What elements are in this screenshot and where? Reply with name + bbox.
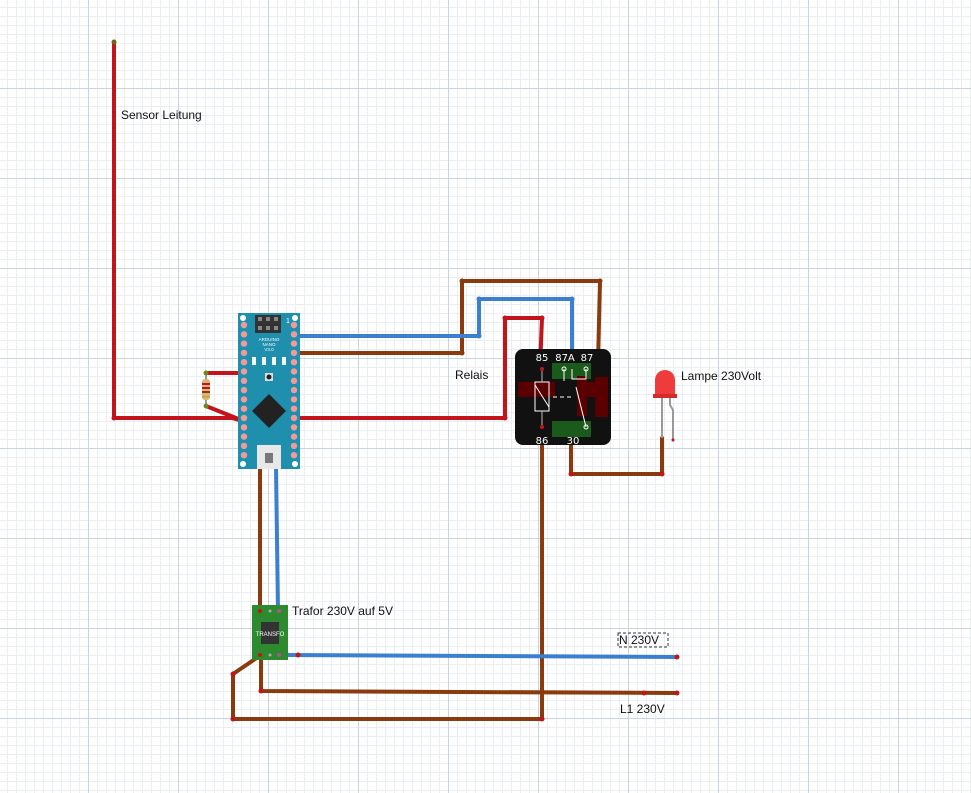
arduino-pin-a7[interactable] [290,414,298,422]
arduino-pin-d6[interactable] [240,377,248,384]
arduino-pin-d12[interactable] [240,321,248,329]
label-lamp: Lampe 230Volt [681,369,762,383]
left-pins [240,321,248,459]
arduino-pin-d9[interactable] [240,349,248,357]
arduino-nano[interactable]: 1 ARDUINO NANO V3.0 [238,313,300,469]
label-line: L1 230V [620,702,665,716]
arduino-pin-d10[interactable] [240,340,248,347]
label-sensor-line: Sensor Leitung [121,108,202,122]
arduino-pin-a5[interactable] [290,396,298,403]
label-relay: Relais [455,368,489,382]
arduino-pin-a1[interactable] [290,359,298,366]
arduino-pin-ref[interactable] [290,340,298,347]
wire-endpoints [111,39,680,722]
status-leds [252,357,286,365]
relay-pin-30-label: 30 [567,436,580,447]
arduino-pin-d2[interactable] [240,414,248,422]
arduino-pin-a3[interactable] [290,377,298,384]
arduino-pin-d3[interactable] [240,405,248,412]
relay-pin-87a-label: 87A [555,353,575,364]
relay-module[interactable]: 85 87A 87 86 30 [515,349,611,447]
arduino-pin-d7[interactable] [240,368,248,375]
relay-pin-87-label: 87 [581,353,594,364]
label-neutral: N 230V [619,633,660,647]
relay-pin-86-label: 86 [536,436,549,447]
arduino-pin-rx0[interactable] [240,442,248,450]
led-lamp[interactable] [653,370,677,442]
trafo-chip-label: TRANSFO [256,632,285,638]
arduino-pin-a4[interactable] [290,386,298,394]
arduino-pin-d4[interactable] [240,396,248,403]
arduino-pin-vin[interactable] [290,452,298,459]
arduino-pin-a0[interactable] [290,349,298,357]
arduino-pin-a2[interactable] [290,368,298,375]
wire-arduino-to-relay-85[interactable] [298,316,544,420]
wire-usb-to-trafo-plus[interactable] [274,465,280,613]
arduino-pin-tx1[interactable] [240,452,248,459]
resistor[interactable] [202,370,210,409]
arduino-pin-gnd[interactable] [240,424,248,431]
arduino-pin-d8[interactable] [240,359,248,366]
arduino-pin-3v3[interactable] [290,331,298,338]
arduino-pin-d11[interactable] [240,331,248,338]
arduino-board [238,313,300,469]
board-name: ARDUINO [259,337,280,342]
board-version: V3.0 [264,347,274,352]
header-mark: 1 [286,318,290,325]
arduino-pin-d13[interactable] [290,321,298,329]
wire-relay-30-to-lamp[interactable] [569,428,664,476]
arduino-pin-a6[interactable] [290,405,298,412]
wire-sensor-line[interactable] [112,40,248,424]
arduino-pin-rst[interactable] [240,433,248,440]
wire-trafo-to-line[interactable] [259,653,679,695]
transformer-module[interactable]: TRANSFO [252,605,288,660]
label-trafo: Trafor 230V auf 5V [292,604,393,618]
right-pins [290,321,298,459]
arduino-pin-gnd[interactable] [290,442,298,450]
wire-trafo-to-neutral[interactable] [282,653,679,659]
board-model: NANO [262,342,276,347]
neutral-label-box [617,632,669,648]
arduino-pin-d5[interactable] [240,386,248,394]
arduino-pin-rst[interactable] [290,433,298,440]
relay-pin-85-label: 85 [536,353,549,364]
arduino-pin-5v[interactable] [290,424,298,431]
